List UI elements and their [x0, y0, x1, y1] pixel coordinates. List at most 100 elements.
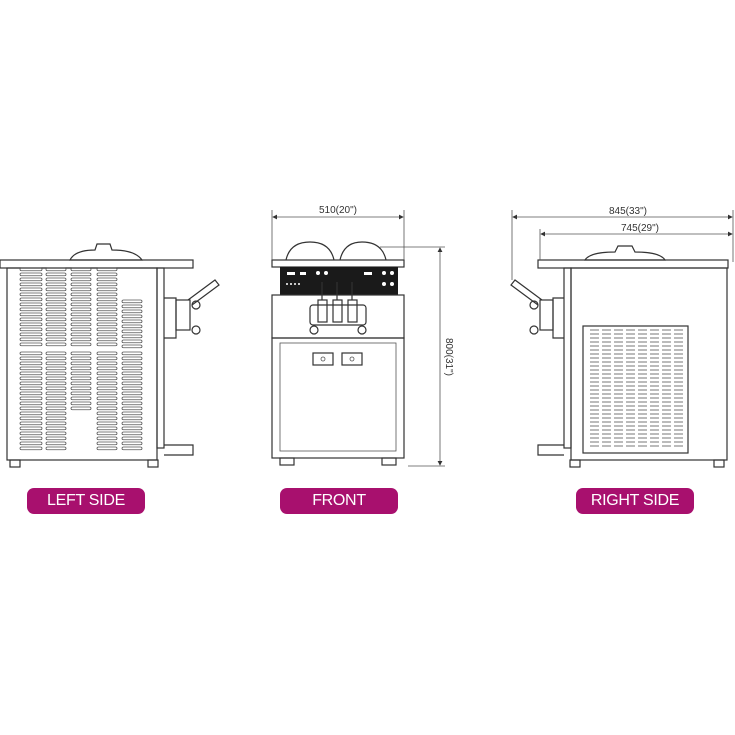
vent-slat — [45, 406, 67, 411]
front-width-dimension: 510(20") — [319, 205, 357, 216]
vent-slat — [96, 376, 118, 381]
vent-slat — [121, 421, 143, 426]
label-left-side: LEFT SIDE — [27, 488, 145, 514]
vent-slat — [45, 312, 67, 317]
vent-slat — [45, 287, 67, 292]
vent-slat — [45, 267, 67, 272]
vent-slat — [96, 446, 118, 451]
vent-slat — [45, 396, 67, 401]
vent-slat — [96, 396, 118, 401]
vent-slat — [121, 361, 143, 366]
vent-slat — [70, 356, 92, 361]
vent-slat — [96, 401, 118, 406]
vent-slat — [19, 277, 43, 282]
vent-slat — [45, 332, 67, 337]
vent-slat — [96, 371, 118, 376]
vent-slat — [121, 436, 143, 441]
vent-slat — [96, 441, 118, 446]
vent-slat — [45, 386, 67, 391]
vent-slat — [19, 292, 43, 297]
vent-slat — [70, 322, 92, 327]
vent-slat — [19, 426, 43, 431]
vent-slat — [70, 351, 92, 356]
vent-slat — [96, 297, 118, 302]
vent-slat — [45, 327, 67, 332]
vent-slat — [70, 337, 92, 342]
vent-slat — [70, 282, 92, 287]
vent-slat — [45, 292, 67, 297]
vent-slat — [121, 401, 143, 406]
vent-slat — [96, 436, 118, 441]
vent-slat — [96, 361, 118, 366]
vent-slat — [45, 356, 67, 361]
vent-slat — [121, 441, 143, 446]
vent-slat — [19, 441, 43, 446]
vent-slat — [121, 411, 143, 416]
vent-slat — [45, 421, 67, 426]
vent-slat — [96, 386, 118, 391]
vent-slat — [45, 277, 67, 282]
vent-slat — [70, 312, 92, 317]
vent-slat — [70, 371, 92, 376]
vent-slat — [121, 386, 143, 391]
vent-slat — [121, 309, 143, 314]
vent-slat — [45, 337, 67, 342]
vent-slat — [70, 267, 92, 272]
vent-slat — [121, 406, 143, 411]
vent-slat — [19, 446, 43, 451]
side-body-depth-dimension: 745(29") — [621, 223, 659, 234]
vent-slat — [70, 381, 92, 386]
vent-slat — [45, 302, 67, 307]
vent-slat — [19, 421, 43, 426]
vent-slat — [121, 324, 143, 329]
vent-slat — [19, 322, 43, 327]
vent-slat — [19, 267, 43, 272]
vent-slat — [121, 391, 143, 396]
vent-slat — [96, 421, 118, 426]
vent-slat — [96, 416, 118, 421]
vent-slat — [96, 287, 118, 292]
vent-slat — [96, 282, 118, 287]
vent-slat — [45, 361, 67, 366]
vent-slat — [19, 327, 43, 332]
left-vent-grille — [19, 267, 143, 451]
vent-slat — [121, 344, 143, 349]
vent-slat — [19, 391, 43, 396]
vent-slat — [19, 312, 43, 317]
vent-slat — [19, 342, 43, 347]
vent-slat — [70, 307, 92, 312]
vent-slat — [45, 381, 67, 386]
left-side-view — [0, 243, 220, 468]
vent-slat — [96, 327, 118, 332]
vent-slat — [121, 299, 143, 304]
vent-slat — [70, 272, 92, 277]
vent-slat — [121, 356, 143, 361]
vent-slat — [19, 376, 43, 381]
vent-slat — [121, 446, 143, 451]
vent-slat — [45, 426, 67, 431]
vent-slat — [45, 317, 67, 322]
vent-slat — [45, 436, 67, 441]
vent-slat — [45, 441, 67, 446]
vent-slat — [70, 277, 92, 282]
vent-slat — [70, 406, 92, 411]
vent-slat — [19, 356, 43, 361]
vent-slat — [96, 342, 118, 347]
vent-slat — [70, 302, 92, 307]
vent-slat — [19, 302, 43, 307]
vent-slat — [19, 361, 43, 366]
right-side-view: 845(33") 745(29") — [510, 206, 734, 468]
vent-slat — [96, 332, 118, 337]
vent-slat — [96, 307, 118, 312]
vent-slat — [70, 391, 92, 396]
vent-slat — [19, 411, 43, 416]
vent-slat — [96, 406, 118, 411]
vent-slat — [19, 381, 43, 386]
vent-slat — [70, 366, 92, 371]
vent-slat — [96, 337, 118, 342]
vent-slat — [19, 272, 43, 277]
control-panel — [280, 267, 398, 295]
vent-slat — [19, 366, 43, 371]
right-vent-grille — [590, 329, 683, 447]
